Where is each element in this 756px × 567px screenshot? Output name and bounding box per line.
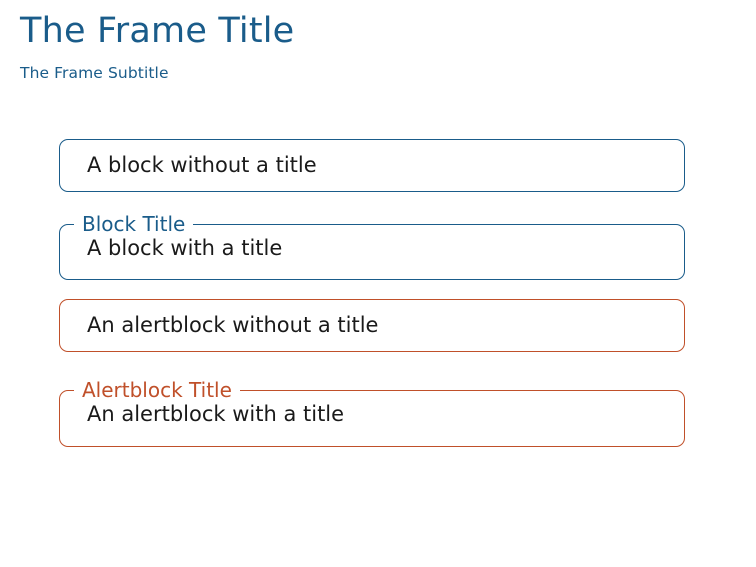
block-title: Block Title [82,212,186,237]
block-spacer [59,352,685,380]
block-without-title: A block without a title [59,139,685,193]
alertblock-title: Alertblock Title [82,378,232,403]
page-title: The Frame Title [20,11,295,51]
frame-header: The Frame Title The Frame Subtitle [20,14,720,82]
alertblock-with-title: Alertblock Title An alertblock with a ti… [59,378,685,447]
block-body-text: A block with a title [87,236,283,261]
block-spacer [59,280,685,299]
page-subtitle: The Frame Subtitle [20,64,169,82]
block-body-text: A block without a title [87,153,317,177]
block-spacer [59,192,685,214]
alertblock-body-text: An alertblock without a title [87,313,379,338]
alertblock-body-text: An alertblock with a title [87,402,345,427]
block-list: A block without a title Block Title A bl… [59,139,685,447]
block-with-title: Block Title A block with a title [59,212,685,281]
alertblock-without-title: An alertblock without a title [59,299,685,353]
